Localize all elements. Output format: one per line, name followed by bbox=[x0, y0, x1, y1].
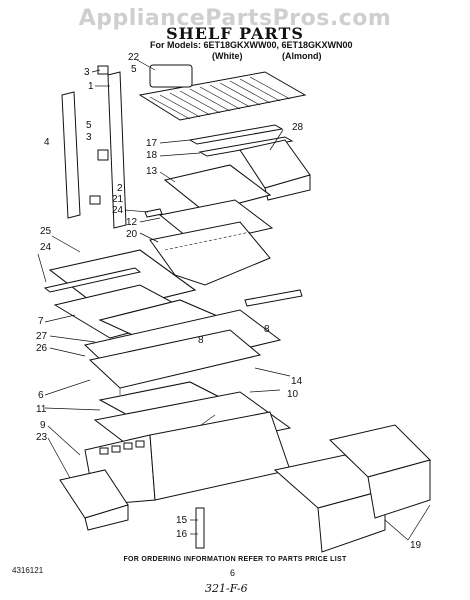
control-knob bbox=[135, 440, 145, 448]
callout-26: 26 bbox=[36, 343, 48, 354]
callout-14: 14 bbox=[291, 376, 303, 387]
callout-25: 25 bbox=[40, 226, 52, 237]
page-number: 6 bbox=[230, 568, 236, 578]
door-bin-28 bbox=[239, 139, 311, 201]
callout-5: 5 bbox=[131, 64, 137, 75]
bracket-3-mid bbox=[97, 149, 109, 161]
callout-12: 12 bbox=[126, 217, 138, 228]
shelf-frame-14 bbox=[88, 329, 262, 389]
bracket-2 bbox=[89, 195, 101, 205]
callout-17: 17 bbox=[146, 138, 158, 149]
crisper-drawer-right-front bbox=[367, 459, 431, 519]
callout-1: 1 bbox=[88, 81, 94, 92]
door-bin-23-front bbox=[84, 504, 129, 531]
callout-24: 24 bbox=[112, 205, 124, 216]
callout-3: 3 bbox=[84, 67, 90, 78]
models-line: For Models: 6ET18GKXWW00, 6ET18GKXWN00 bbox=[150, 40, 353, 50]
shelf-end-cap-24 bbox=[144, 208, 163, 218]
meat-pan-20 bbox=[149, 221, 271, 286]
screw-15-16 bbox=[195, 507, 205, 549]
callout-21: 21 bbox=[112, 194, 124, 205]
callout-9: 9 bbox=[40, 420, 46, 431]
handwritten-note: 321-F-6 bbox=[205, 582, 248, 595]
callout-15: 15 bbox=[176, 515, 188, 526]
callout-11: 11 bbox=[36, 404, 47, 415]
callout-8: 8 bbox=[264, 324, 270, 335]
shelf-trim-rail bbox=[188, 124, 284, 145]
callout-labels: 22 3 5 1 28 4 5 3 17 18 13 2 21 24 12 20… bbox=[36, 52, 422, 551]
crisper-drawer-left-front bbox=[317, 489, 386, 553]
egg-tray bbox=[149, 64, 193, 88]
callout-13: 13 bbox=[146, 166, 158, 177]
callout-20: 20 bbox=[126, 229, 138, 240]
callout-19: 19 bbox=[410, 540, 422, 551]
watermark: AppliancePartsPros.com bbox=[78, 6, 392, 31]
wire-shelf bbox=[138, 64, 307, 121]
callout-16: 16 bbox=[176, 529, 188, 540]
callout-10: 10 bbox=[287, 389, 299, 400]
control-knob bbox=[123, 442, 133, 450]
shelf-trim-rail-lower bbox=[198, 136, 294, 157]
glass-shelf-13 bbox=[163, 164, 272, 213]
control-knob bbox=[111, 445, 121, 453]
variant-almond: (Almond) bbox=[282, 51, 322, 61]
callout-18: 18 bbox=[146, 150, 158, 161]
diagram-title: SHELF PARTS bbox=[166, 24, 304, 43]
callout-27: 27 bbox=[36, 331, 48, 342]
callout-5b: 5 bbox=[86, 120, 92, 131]
callout-2: 2 bbox=[117, 183, 123, 194]
callout-23: 23 bbox=[36, 432, 48, 443]
shelf-standard-right bbox=[107, 71, 127, 229]
trim-8-upper bbox=[244, 289, 303, 307]
ordering-note: FOR ORDERING INFORMATION REFER TO PARTS … bbox=[123, 556, 347, 563]
callout-6: 6 bbox=[38, 390, 44, 401]
callout-4: 4 bbox=[44, 137, 50, 148]
control-knob bbox=[99, 447, 109, 455]
variant-white: (White) bbox=[212, 51, 243, 61]
shelf-frame-24 bbox=[43, 267, 142, 293]
callout-24b: 24 bbox=[40, 242, 52, 253]
document-number: 4316121 bbox=[12, 566, 44, 575]
bracket-3-top bbox=[97, 65, 109, 75]
callout-8b: 8 bbox=[198, 335, 204, 346]
callout-3b: 3 bbox=[86, 132, 92, 143]
leader-lines bbox=[37, 59, 431, 541]
shelf-standard-left bbox=[61, 91, 81, 219]
callout-7: 7 bbox=[38, 316, 44, 327]
callout-28: 28 bbox=[292, 122, 304, 133]
callout-22: 22 bbox=[128, 52, 140, 63]
